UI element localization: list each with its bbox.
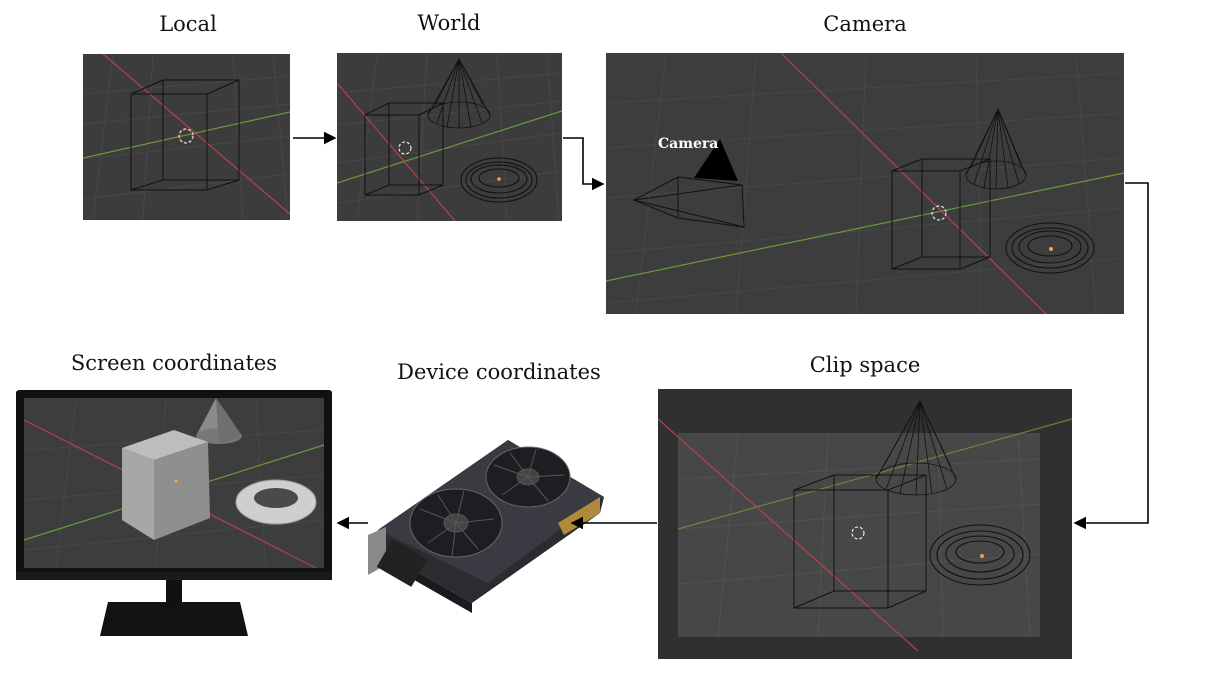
monitor-icon	[16, 390, 332, 636]
clip-space-scene	[658, 389, 1072, 659]
world-viewport-scene	[337, 53, 562, 221]
wireframe-cone-icon	[875, 400, 957, 496]
wireframe-torus-icon	[929, 524, 1031, 586]
camera-viewport: Camera	[606, 53, 1124, 314]
stage-label-device-coordinates: Device coordinates	[397, 360, 601, 384]
camera-frustum-icon	[632, 176, 745, 228]
stage-label-world: World	[417, 11, 481, 35]
wireframe-cube-icon	[891, 158, 991, 270]
wireframe-cone-icon	[965, 108, 1027, 190]
stage-label-camera: Camera	[823, 12, 907, 36]
camera-viewport-scene	[606, 53, 1124, 314]
shaded-cone	[196, 398, 242, 444]
world-viewport	[337, 53, 562, 221]
graphics-card-image	[368, 435, 608, 615]
camera-object-label: Camera	[658, 136, 719, 152]
local-viewport	[83, 54, 290, 220]
monitor-display	[16, 390, 332, 640]
local-viewport-scene	[83, 54, 290, 220]
cooling-fan-right	[485, 446, 571, 508]
clip-space-viewport	[658, 389, 1072, 659]
stage-label-clip-space: Clip space	[809, 353, 921, 377]
graphics-card-icon	[368, 440, 604, 613]
arrow-world-to-camera	[563, 137, 605, 191]
stage-label-screen-coordinates: Screen coordinates	[70, 351, 278, 375]
shaded-torus	[235, 479, 317, 525]
stage-label-local: Local	[159, 12, 217, 36]
wireframe-cone-icon	[427, 58, 491, 129]
wireframe-torus-icon	[460, 157, 538, 203]
shaded-cube	[122, 430, 210, 540]
wireframe-cube-icon	[793, 474, 927, 609]
cooling-fan-left	[409, 488, 503, 558]
wireframe-cube-icon	[130, 79, 240, 191]
